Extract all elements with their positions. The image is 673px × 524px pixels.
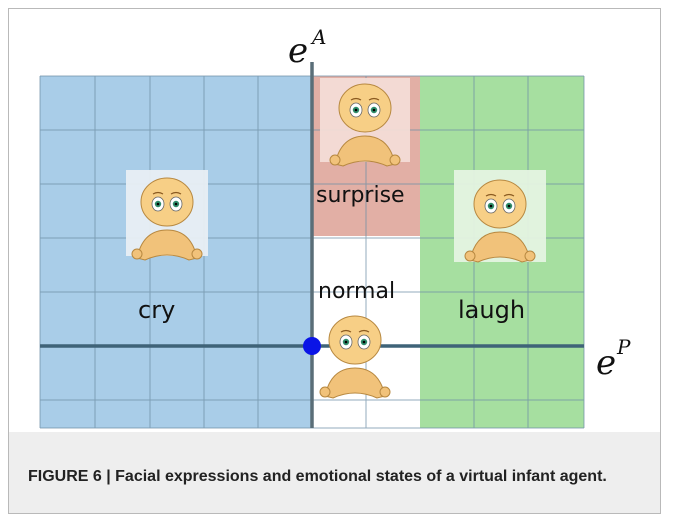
caption-background [9, 432, 660, 513]
axis-vertical-base: e [288, 31, 308, 71]
axis-horizontal-superscript: P [616, 335, 631, 359]
laugh-label: laugh [458, 296, 525, 324]
cry-label: cry [138, 296, 175, 324]
figure-caption: FIGURE 6 | Facial expressions and emotio… [28, 468, 607, 485]
surprise-label: surprise [316, 183, 405, 208]
axis-vertical-superscript: A [310, 25, 326, 49]
normal-label: normal [318, 279, 395, 304]
origin-dot [303, 337, 321, 355]
axis-horizontal-base: e [596, 343, 616, 383]
